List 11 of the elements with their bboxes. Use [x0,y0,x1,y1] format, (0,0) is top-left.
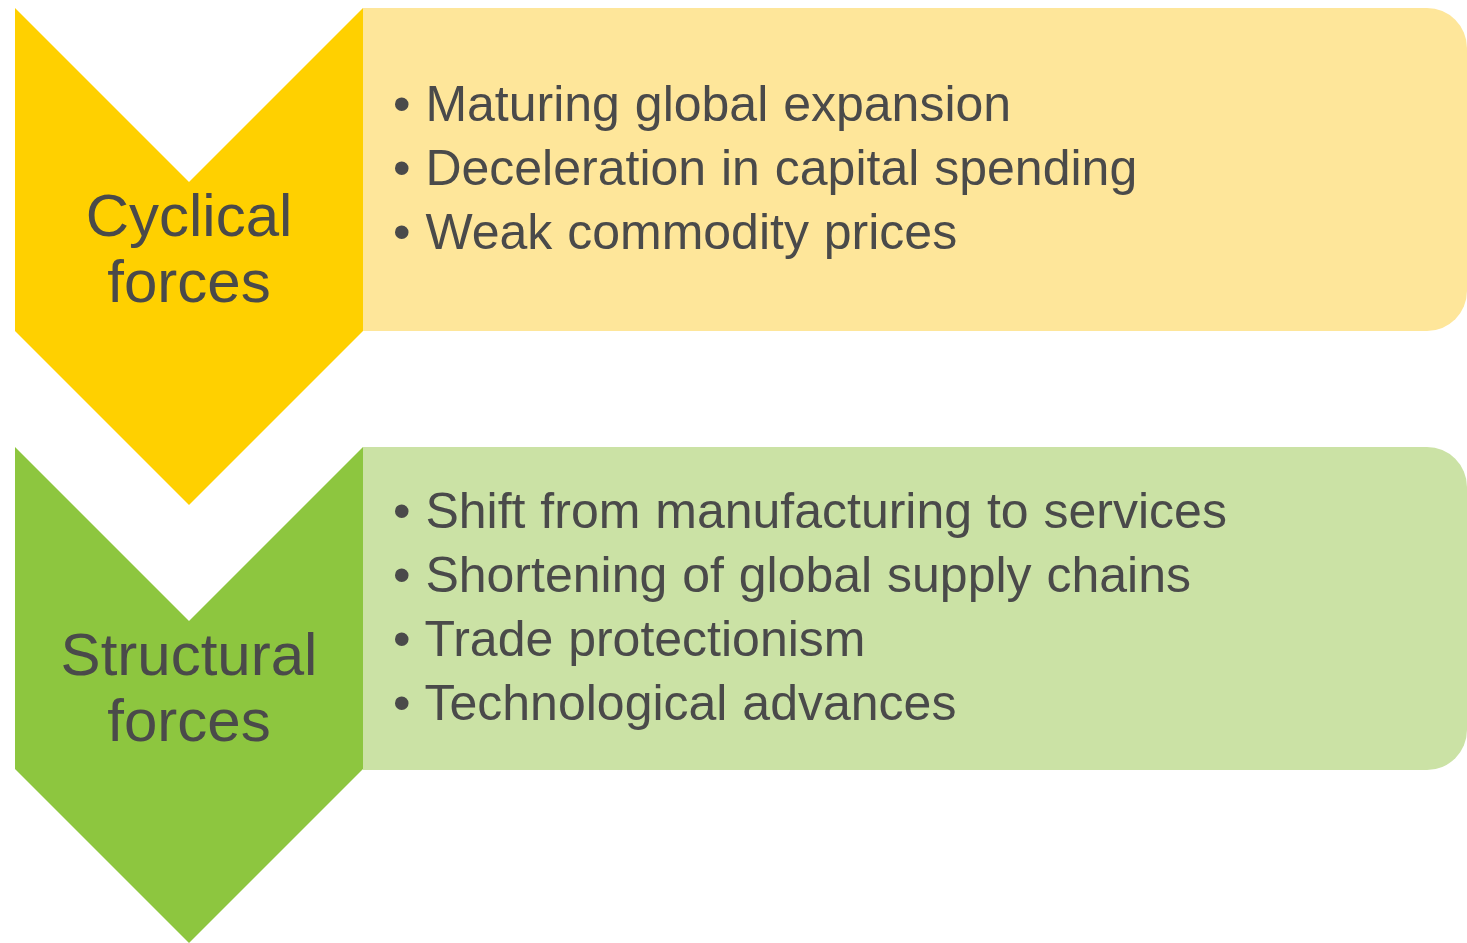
bullet-item: • Trade protectionism [393,610,866,669]
bullet-item: • Weak commodity prices [393,203,958,262]
bullet-item: • Shortening of global supply chains [393,546,1192,605]
bullet-item: • Technological advances [393,674,957,733]
chevron-label: Cyclical forces [84,183,294,315]
chevron-label: Structural forces [59,622,319,754]
bullet-item: • Maturing global expansion [393,75,1012,134]
text-panel [363,8,1467,331]
bullet-item: • Deceleration in capital spending [393,139,1138,198]
text-panel [363,447,1467,770]
bullet-item: • Shift from manufacturing to services [393,482,1227,541]
